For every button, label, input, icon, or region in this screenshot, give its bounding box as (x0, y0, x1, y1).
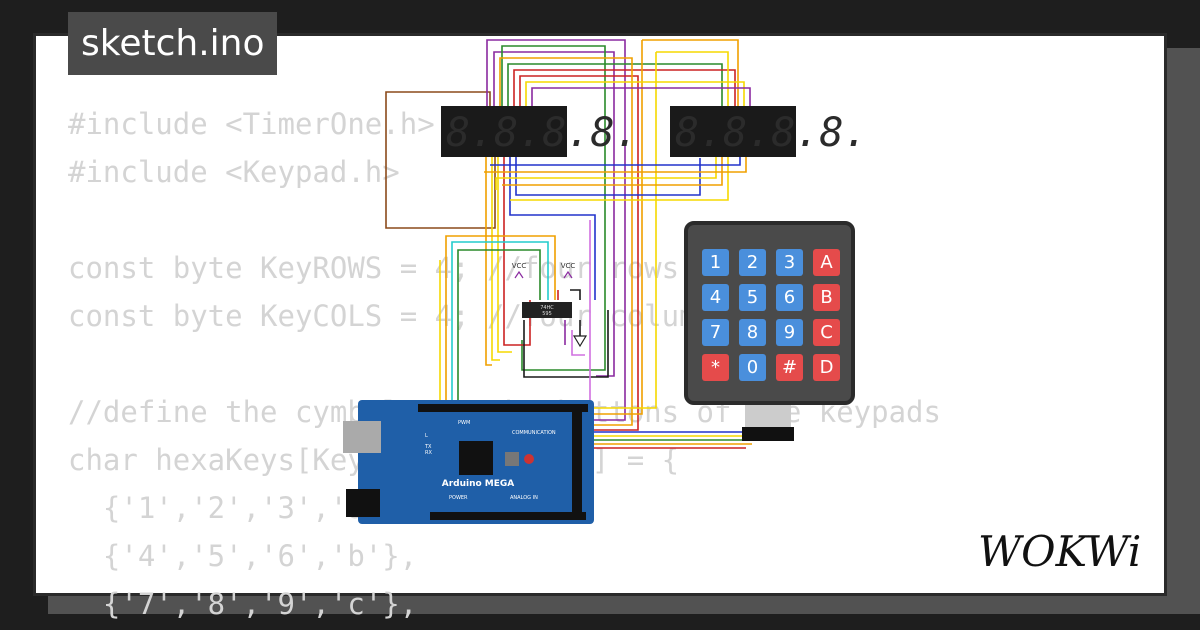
code-line: {'4','5','6','b'}, (68, 539, 418, 573)
rx-led-label: RX (425, 450, 432, 456)
pwm-label: PWM (458, 420, 470, 426)
vcc-label-right: VCC (561, 262, 576, 270)
shift-register-chip: 74HC 595 (522, 302, 572, 318)
keypad-key[interactable]: 3 (776, 249, 803, 276)
keypad-key[interactable]: 9 (776, 319, 803, 346)
keypad-key[interactable]: 8 (739, 319, 766, 346)
keypad-key[interactable]: 4 (702, 284, 729, 311)
tx-led-label: TX (424, 444, 432, 450)
keypad-key[interactable]: C (813, 319, 840, 346)
code-preview-panel (33, 33, 1167, 596)
power-label: POWER (449, 495, 468, 501)
keypad-key[interactable]: 2 (739, 249, 766, 276)
keypad-key[interactable]: 0 (739, 354, 766, 381)
keypad-key[interactable]: 6 (776, 284, 803, 311)
display-digits-left: 8.8.8.8. (446, 110, 639, 156)
chip-label-top: 74HC (540, 305, 554, 311)
keypad-key[interactable]: D (813, 354, 840, 381)
l-led-label: L (425, 433, 428, 439)
vcc-arrow-right-icon (563, 270, 573, 279)
board-name: Arduino MEGA (442, 479, 515, 489)
file-tab[interactable]: sketch.ino (68, 12, 278, 75)
keypad-connector (742, 404, 794, 441)
keypad-key[interactable]: B (813, 284, 840, 311)
keypad-key[interactable]: 1 (702, 249, 729, 276)
code-line: {'7','8','9','c'}, (68, 587, 418, 621)
keypad-key[interactable]: * (702, 354, 729, 381)
ground-icon (572, 335, 588, 348)
code-line: #include <Keypad.h> (68, 155, 400, 189)
keypad-key[interactable]: # (776, 354, 803, 381)
wokwi-logo: WOKWi (978, 527, 1141, 576)
keypad-key[interactable]: 5 (739, 284, 766, 311)
keypad-key[interactable]: 7 (702, 319, 729, 346)
communication-label: COMMUNICATION (512, 430, 556, 436)
seven-segment-display-left: 8.8.8.8. (441, 106, 639, 157)
vcc-label-left: VCC (512, 262, 527, 270)
seven-segment-display-right: 8.8.8.8. (670, 106, 868, 157)
analog-in-label: ANALOG IN (510, 495, 538, 501)
vcc-arrow-left-icon (514, 270, 524, 279)
keypad-key[interactable]: A (813, 249, 840, 276)
display-digits-right: 8.8.8.8. (675, 110, 868, 156)
chip-label-bottom: 595 (542, 311, 552, 317)
arduino-mega-board: Arduino MEGA PWM COMMUNICATION POWER ANA… (343, 400, 594, 524)
code-line: #include <TimerOne.h> (68, 107, 435, 141)
wokwi-logo-text: WOKWi (978, 527, 1141, 576)
